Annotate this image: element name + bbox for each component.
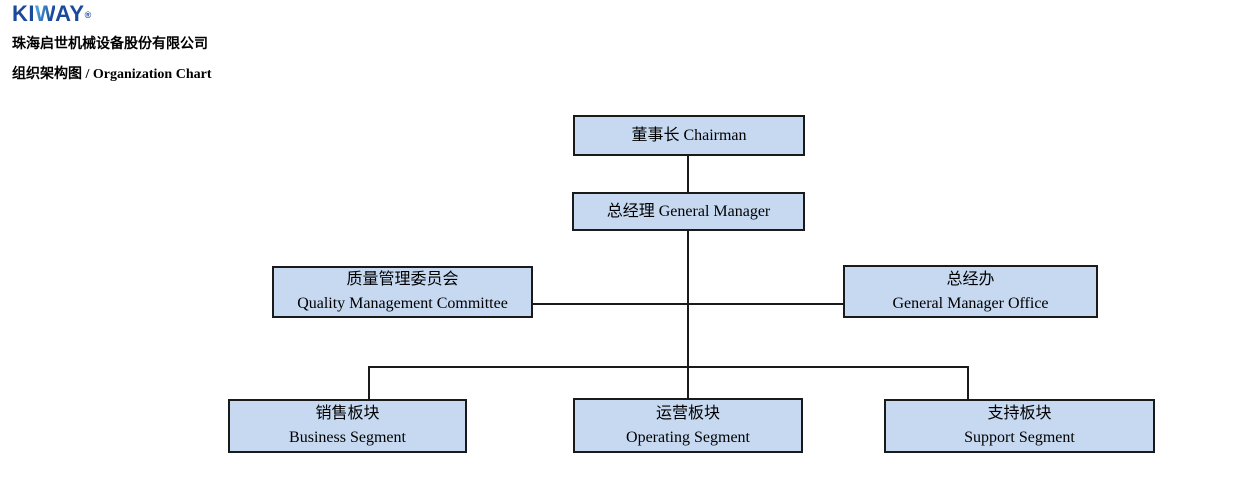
org-node-qmc-label-en: Quality Management Committee: [297, 295, 508, 312]
org-node-support-label-en: Support Segment: [964, 429, 1075, 446]
logo-text-ki: KI: [12, 1, 35, 26]
org-node-quality-management-committee: 质量管理委员会 Quality Management Committee: [272, 266, 533, 318]
org-node-business-label-en: Business Segment: [289, 429, 406, 446]
org-node-general-manager: 总经理 General Manager: [572, 192, 805, 231]
logo-text-w: W: [35, 1, 56, 26]
connector-gm-to-bottom-rail: [687, 231, 689, 368]
connector-drop-support: [967, 366, 969, 399]
registered-trademark-icon: ®: [84, 10, 92, 20]
org-node-support-label-cn: 支持板块: [987, 405, 1052, 422]
org-node-operating-label-cn: 运营板块: [655, 404, 720, 422]
connector-bottom-rail: [368, 366, 969, 368]
org-node-chairman-label: 董事长 Chairman: [631, 126, 747, 144]
connector-drop-business: [368, 366, 370, 399]
org-node-operating-segment: 运营板块 Operating Segment: [573, 398, 803, 453]
page-title: 组织架构图 / Organization Chart: [12, 67, 212, 82]
org-node-general-manager-label: 总经理 General Manager: [606, 202, 771, 220]
company-name: 珠海启世机械设备股份有限公司: [12, 35, 208, 51]
org-node-gmo-label-cn: 总经办: [946, 270, 995, 288]
org-node-business-segment: 销售板块 Business Segment: [228, 399, 467, 453]
org-node-operating-label-en: Operating Segment: [626, 428, 750, 446]
connector-chairman-to-gm: [687, 156, 689, 192]
org-node-qmc-label-cn: 质量管理委员会: [346, 271, 459, 288]
connector-qmc-to-gmo: [533, 303, 843, 305]
org-node-general-manager-office: 总经办 General Manager Office: [843, 265, 1098, 318]
org-node-gmo-label-en: General Manager Office: [892, 294, 1049, 312]
org-node-chairman: 董事长 Chairman: [573, 115, 805, 156]
kiway-logo: KIWAY®: [12, 2, 92, 26]
org-node-support-segment: 支持板块 Support Segment: [884, 399, 1155, 453]
logo-text-ay: AY: [55, 1, 85, 26]
connector-drop-operating: [687, 366, 689, 398]
org-node-business-label-cn: 销售板块: [315, 405, 380, 422]
